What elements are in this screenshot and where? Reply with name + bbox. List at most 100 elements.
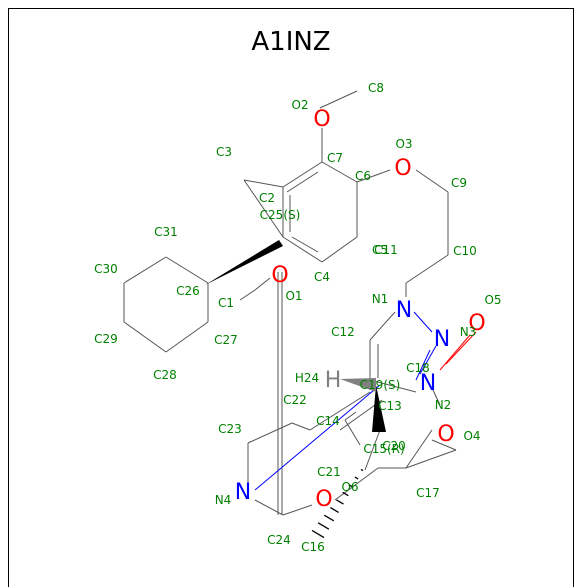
oxygen-glyph-o5: O (468, 311, 485, 336)
bond-line (247, 422, 293, 444)
bond-line (291, 422, 311, 431)
atom-label-c9: C9 (451, 176, 467, 190)
bond-line (364, 429, 381, 471)
bond-line (282, 504, 313, 516)
hashed-bond-segment (342, 491, 349, 497)
atom-label-o2: O2 (291, 98, 308, 112)
nitrogen-glyph-n1: N (396, 298, 412, 323)
bond-line (123, 321, 167, 353)
atom-label-c12: C12 (331, 325, 355, 339)
atom-label-c23: C23 (218, 422, 242, 436)
atom-label-h24: H24 (295, 371, 319, 385)
atom-label-c28: C28 (153, 368, 177, 382)
atom-label-c22: C22 (283, 393, 307, 407)
bond-line (243, 179, 284, 188)
atom-labels: C8 O2 O3 C3 C7 C6 C9 C2 C25(S) C31 C5 C1… (94, 81, 501, 554)
bond-line (123, 256, 167, 284)
atom-label-c1: C1 (218, 296, 234, 310)
bond-line (415, 169, 449, 193)
atom-label-o5: O5 (484, 293, 501, 307)
bond-line (282, 236, 323, 263)
bond-line (254, 384, 381, 491)
atom-label-c3: C3 (216, 145, 232, 159)
atom-label-c7: C7 (327, 151, 343, 165)
atom-label-c4: C4 (314, 270, 330, 284)
bond-line (239, 289, 256, 301)
bond-line (431, 439, 457, 451)
bond-line (286, 171, 319, 193)
wedge-bond-c19-c15 (372, 385, 386, 432)
diagram-title: A1INZ (251, 27, 330, 57)
atom-label-c26: C26 (176, 284, 200, 298)
atom-label-c27: C27 (214, 333, 238, 347)
hashed-bond-segment (354, 476, 359, 480)
bond-line (413, 311, 433, 333)
atom-label-c18: C18 (406, 361, 430, 375)
hashed-bond-segment (360, 468, 364, 472)
bond-line (282, 161, 323, 188)
atom-label-n1: N1 (372, 292, 389, 306)
nitrogen-glyph-n3: N (434, 327, 450, 352)
nitrogen-glyph-n4: N (235, 480, 251, 505)
oxygen-glyph-o1: O (271, 263, 288, 288)
hashed-bond-segment (348, 484, 354, 488)
bond-line (405, 429, 433, 469)
hashed-bond-segment (311, 529, 325, 539)
bond-line (405, 254, 449, 284)
atom-label-c19: C19(S) (360, 378, 401, 392)
atom-label-c24: C24 (267, 533, 291, 547)
bond-line (369, 379, 417, 393)
bond-line (344, 411, 357, 421)
wedge-bond-c26-c25 (205, 240, 283, 285)
bond-line (405, 449, 457, 469)
bond-line (344, 419, 361, 446)
oxygen-glyph-o3: O (394, 156, 411, 181)
atom-label-c20: C20 (382, 439, 406, 453)
bond-line (321, 161, 358, 183)
hashed-bond-segment (317, 522, 330, 530)
bond-line (369, 311, 396, 341)
atom-label-c25: C25(S) (260, 208, 301, 222)
atom-label-c13: C13 (378, 399, 402, 413)
atom-label-o6: O6 (341, 480, 358, 494)
bond-line (165, 321, 209, 353)
bond-line (291, 236, 319, 253)
bond-line (334, 467, 379, 501)
atom-label-c10: C10 (453, 244, 477, 258)
bond-line (165, 256, 209, 284)
bonds (123, 90, 477, 516)
bond-line (321, 236, 358, 263)
wedge-bonds (205, 240, 386, 539)
hashed-bond-segment (336, 499, 344, 505)
oxygen-glyph-o4: O (437, 422, 454, 447)
hashed-bond-segment (323, 514, 335, 522)
atom-label-n3: N3 (460, 325, 477, 339)
bond-line (254, 499, 284, 516)
hashed-bond-segment (330, 506, 339, 514)
bond-line (309, 391, 371, 431)
hydrogen-glyph-h24: H (325, 368, 342, 393)
atom-label-c8: C8 (368, 81, 384, 95)
bond-line (445, 331, 477, 365)
oxygen-glyph-o6: O (315, 487, 332, 512)
atom-label-c5: C5 (372, 243, 388, 257)
wedge-bond-c19-h24 (340, 378, 376, 392)
atom-label-o3: O3 (395, 137, 412, 151)
bond-line (243, 179, 284, 238)
atom-label-c6: C6 (355, 169, 371, 183)
bond-line (356, 169, 391, 183)
bond-line (431, 387, 441, 406)
bond-line (419, 345, 437, 375)
bond-line (415, 349, 431, 381)
bond-line (319, 90, 358, 109)
atom-label-c30: C30 (94, 262, 118, 276)
atom-label-c16: C16 (301, 540, 325, 554)
atom-label-c31: C31 (154, 225, 178, 239)
atom-label-n2: N2 (435, 398, 452, 412)
heteroatoms: O O O O O O N N N N H (235, 107, 486, 512)
atom-label-c2: C2 (259, 191, 275, 205)
atom-label-c29: C29 (94, 332, 118, 346)
diagram-frame (8, 8, 574, 587)
bond-line (439, 334, 471, 371)
